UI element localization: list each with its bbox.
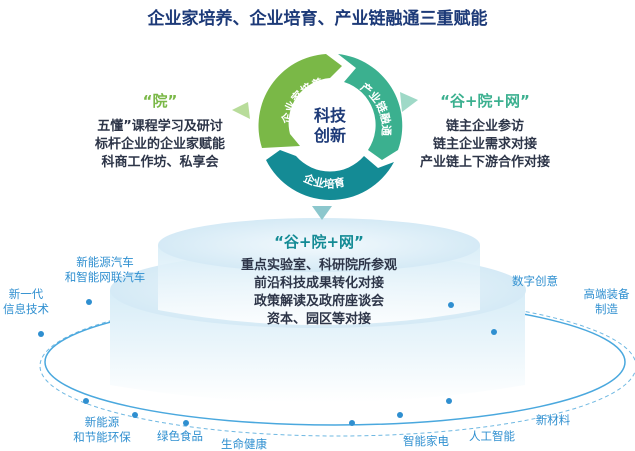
industry-equipment: 高端装备 制造 bbox=[578, 287, 635, 317]
segment-teal-green bbox=[338, 54, 403, 160]
industry-digital: 数字创意 bbox=[512, 274, 558, 288]
ring-dots bbox=[38, 299, 497, 426]
cylinder-upper-top bbox=[158, 218, 480, 272]
industry-it: 新一代 信息技术 bbox=[0, 287, 52, 317]
center-line: 资本、园区等对接 bbox=[266, 312, 371, 327]
industry-food: 绿色食品 bbox=[157, 429, 203, 443]
industry-nev: 新能源汽车 和智能网联汽车 bbox=[55, 255, 155, 285]
industry-appliance: 智能家电 bbox=[403, 434, 449, 448]
right-line: 链主企业需求对接 bbox=[432, 137, 537, 152]
center-line-2: 创新 bbox=[313, 126, 346, 145]
industry-health: 生命健康 bbox=[221, 437, 267, 451]
segment-dark-teal bbox=[266, 150, 394, 201]
center-line: 政策解读及政府座谈会 bbox=[253, 294, 384, 309]
segment-green bbox=[258, 54, 342, 148]
center-line: 重点实验室、科研院所参观 bbox=[240, 258, 397, 273]
industry-text: 新一代 bbox=[8, 287, 44, 301]
left-block: “院” 五懂”课程学习及研讨 标杆企业的企业家赋能 科商工作坊、私享会 bbox=[70, 92, 250, 172]
industry-text: 和节能环保 bbox=[73, 430, 131, 444]
industry-text: 制造 bbox=[595, 302, 618, 316]
left-pointer-icon bbox=[232, 102, 250, 119]
left-line: 科商工作坊、私享会 bbox=[101, 155, 219, 170]
industry-text: 新能源 bbox=[84, 415, 120, 429]
center-heading: “谷+院+网” bbox=[274, 233, 364, 251]
right-pointer-icon bbox=[400, 92, 418, 112]
left-line: 标杆企业的企业家赋能 bbox=[94, 137, 225, 152]
center-block: “谷+院+网” 重点实验室、科研院所参观 前沿科技成果转化对接 政策解读及政府座… bbox=[214, 233, 424, 329]
industry-ai: 人工智能 bbox=[469, 429, 515, 443]
industry-text: 和智能网联汽车 bbox=[64, 270, 146, 284]
right-block: “谷+院+网” 链主企业参访 链主企业需求对接 产业链上下游合作对接 bbox=[400, 92, 570, 172]
center-line-1: 科技 bbox=[314, 106, 347, 125]
industry-text: 新能源汽车 bbox=[76, 255, 134, 269]
left-line: 五懂”课程学习及研讨 bbox=[97, 119, 223, 134]
right-heading: “谷+院+网” bbox=[440, 92, 530, 110]
center-line: 前沿科技成果转化对接 bbox=[253, 276, 384, 291]
right-line: 链主企业参访 bbox=[445, 119, 524, 134]
industry-energy: 新能源 和节能环保 bbox=[62, 415, 142, 445]
industry-text: 信息技术 bbox=[3, 302, 49, 316]
industry-text: 高端装备 bbox=[583, 287, 630, 301]
bottom-pointer-icon bbox=[312, 206, 332, 220]
left-heading: “院” bbox=[142, 92, 178, 110]
page-title: 企业家培养、企业培育、产业链融通三重赋能 bbox=[147, 9, 488, 29]
industry-materials: 新材料 bbox=[535, 413, 571, 427]
right-line: 产业链上下游合作对接 bbox=[419, 155, 550, 170]
